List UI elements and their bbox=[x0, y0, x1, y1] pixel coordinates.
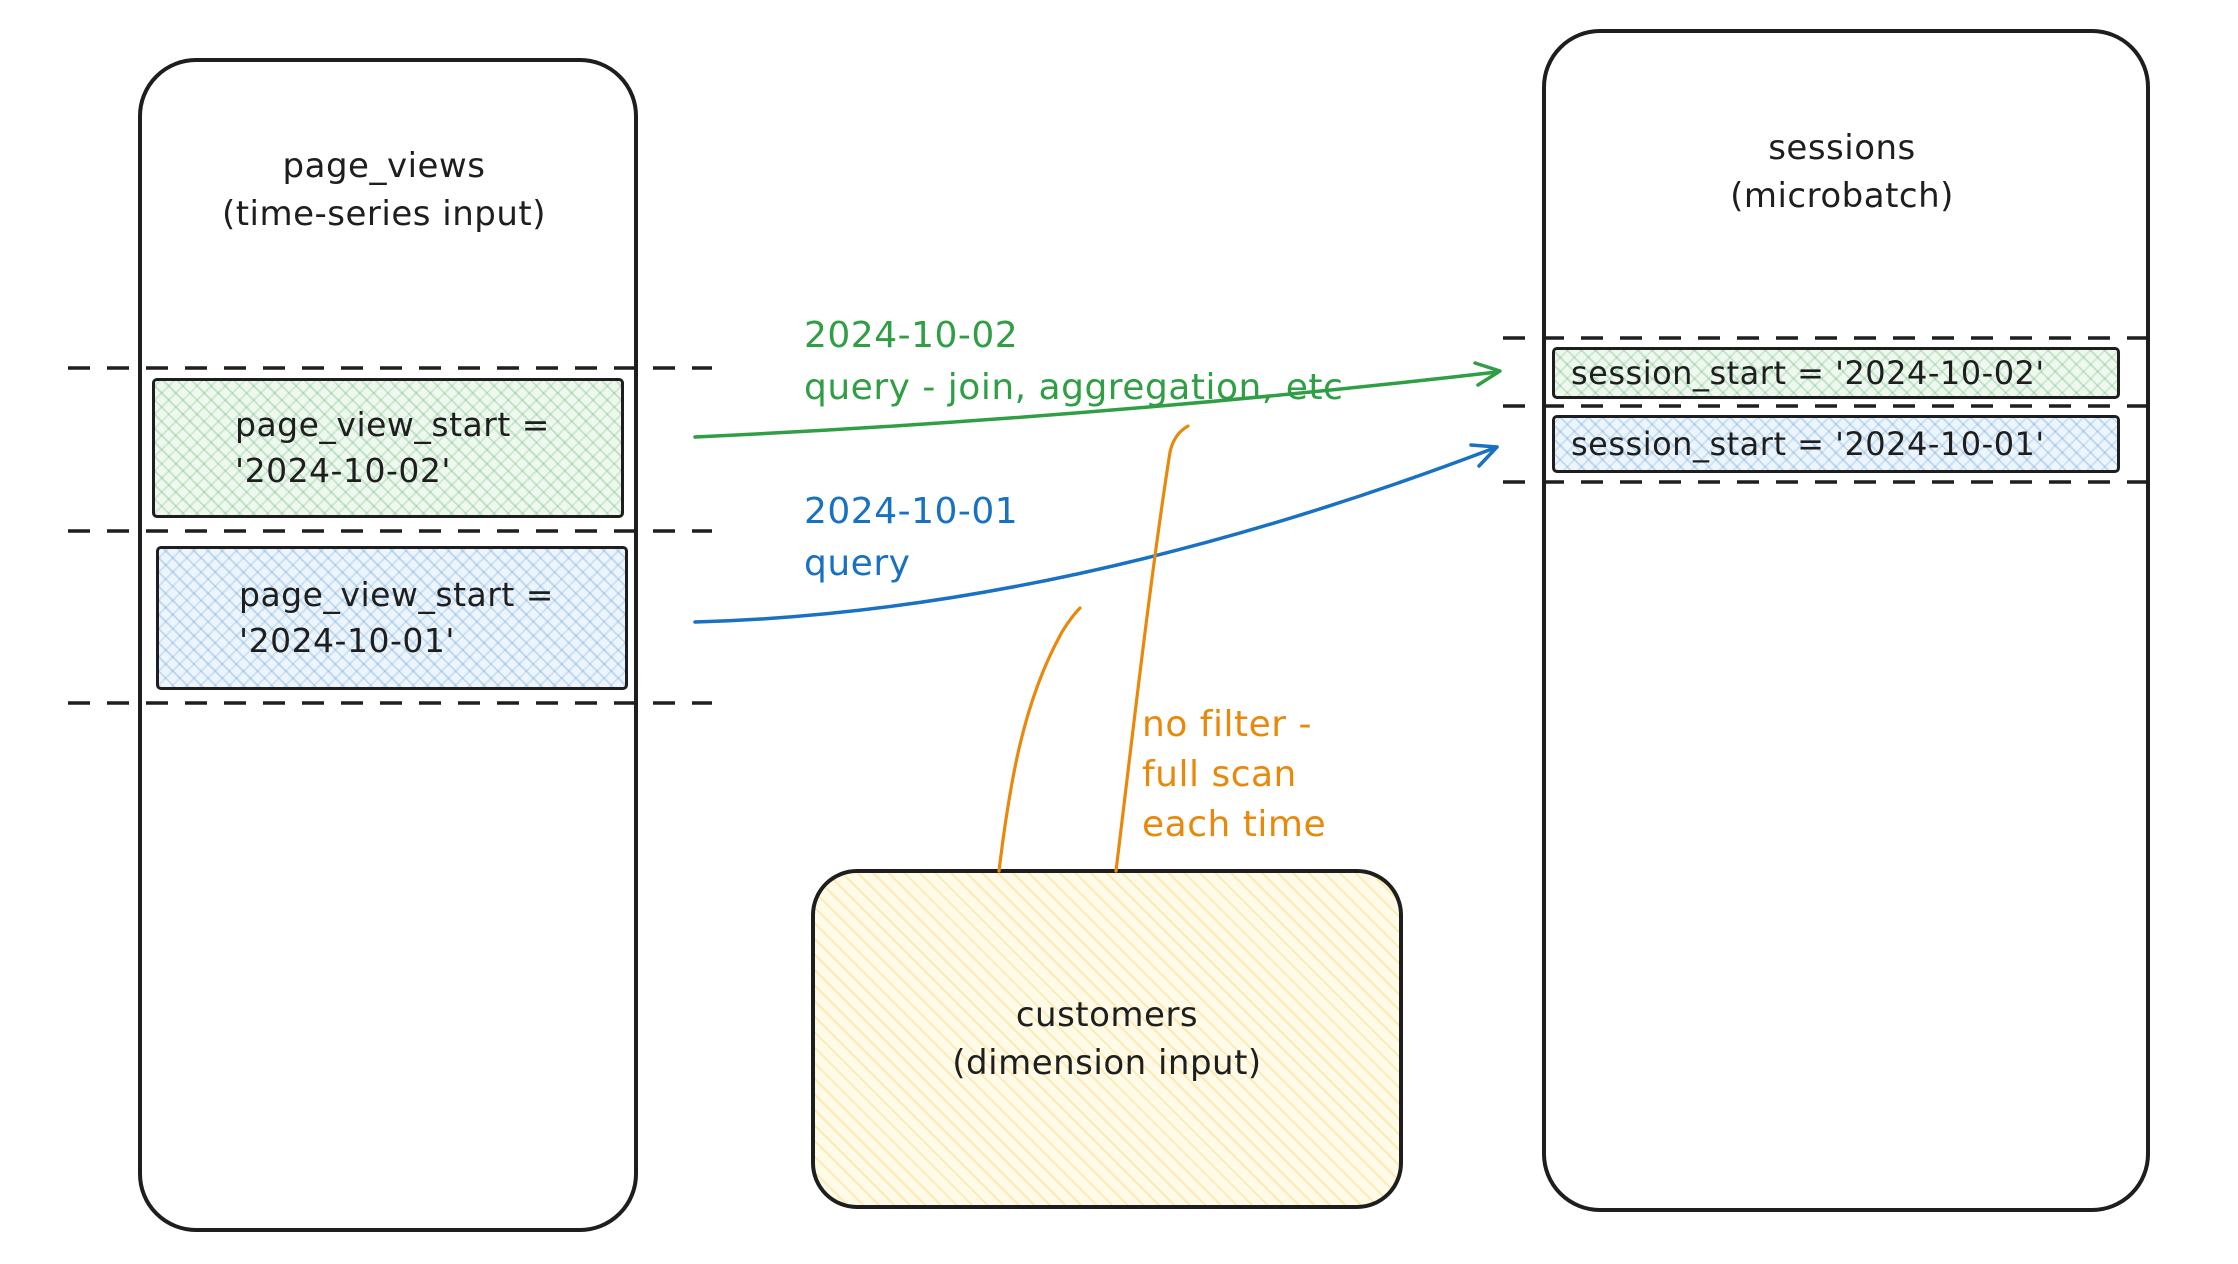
green-query-arrowhead bbox=[1473, 361, 1502, 387]
partition-row-text: session_start = '2024-10-01' bbox=[1571, 425, 2045, 463]
page-views-partition-2024-10-01: page_view_start = '2024-10-01' bbox=[156, 546, 628, 690]
blue-query-arrowhead bbox=[1469, 443, 1499, 468]
orange-full-scan-label: no filter - full scan each time bbox=[1142, 700, 1326, 850]
sessions-partition-2024-10-02: session_start = '2024-10-02' bbox=[1552, 347, 2120, 399]
page-views-panel-title: page_views (time-series input) bbox=[138, 142, 630, 238]
green-query-label: 2024-10-02 query - join, aggregation, et… bbox=[804, 310, 1343, 414]
blue-query-label-lines: 2024-10-01 query bbox=[804, 486, 1018, 590]
blue-query-line2: query bbox=[804, 543, 911, 584]
orange-note-line3: each time bbox=[1142, 804, 1327, 845]
page-views-partition-2024-10-02: page_view_start = '2024-10-02' bbox=[152, 378, 624, 518]
partition-row-text-line2: '2024-10-01' bbox=[239, 621, 455, 660]
orange-full-scan-label-lines: no filter - full scan each time bbox=[1142, 700, 1326, 850]
green-query-label-lines: 2024-10-02 query - join, aggregation, et… bbox=[804, 310, 1343, 414]
sessions-panel-title: sessions (microbatch) bbox=[1542, 124, 2142, 220]
page-views-title-line1: page_views bbox=[282, 146, 486, 186]
partition-row-text: session_start = '2024-10-02' bbox=[1571, 354, 2045, 392]
sessions-table-panel bbox=[1542, 29, 2150, 1212]
orange-note-line1: no filter - bbox=[1142, 704, 1312, 745]
page-views-title-line2: (time-series input) bbox=[221, 194, 547, 234]
customers-title-line2: (dimension input) bbox=[952, 1043, 1262, 1083]
blue-query-label: 2024-10-01 query bbox=[804, 486, 1018, 590]
sessions-title-line1: sessions bbox=[1768, 128, 1916, 168]
customers-title-line1: customers bbox=[1015, 995, 1199, 1035]
sessions-partition-2024-10-01: session_start = '2024-10-01' bbox=[1552, 415, 2120, 473]
sessions-title-line2: (microbatch) bbox=[1730, 176, 1954, 216]
partition-row-text-line1: page_view_start = bbox=[239, 575, 554, 614]
partition-row-text-line1: page_view_start = bbox=[235, 405, 550, 444]
blue-query-line1: 2024-10-01 bbox=[804, 491, 1019, 532]
orange-note-line2: full scan bbox=[1142, 754, 1297, 795]
customers-dimension-box: customers (dimension input) bbox=[811, 869, 1403, 1209]
partition-row-text-line2: '2024-10-02' bbox=[235, 451, 451, 490]
green-query-line1: 2024-10-02 bbox=[804, 315, 1019, 356]
orange-scan-line-to-blue-query bbox=[997, 606, 1082, 873]
green-query-line2: query - join, aggregation, etc bbox=[804, 367, 1344, 408]
